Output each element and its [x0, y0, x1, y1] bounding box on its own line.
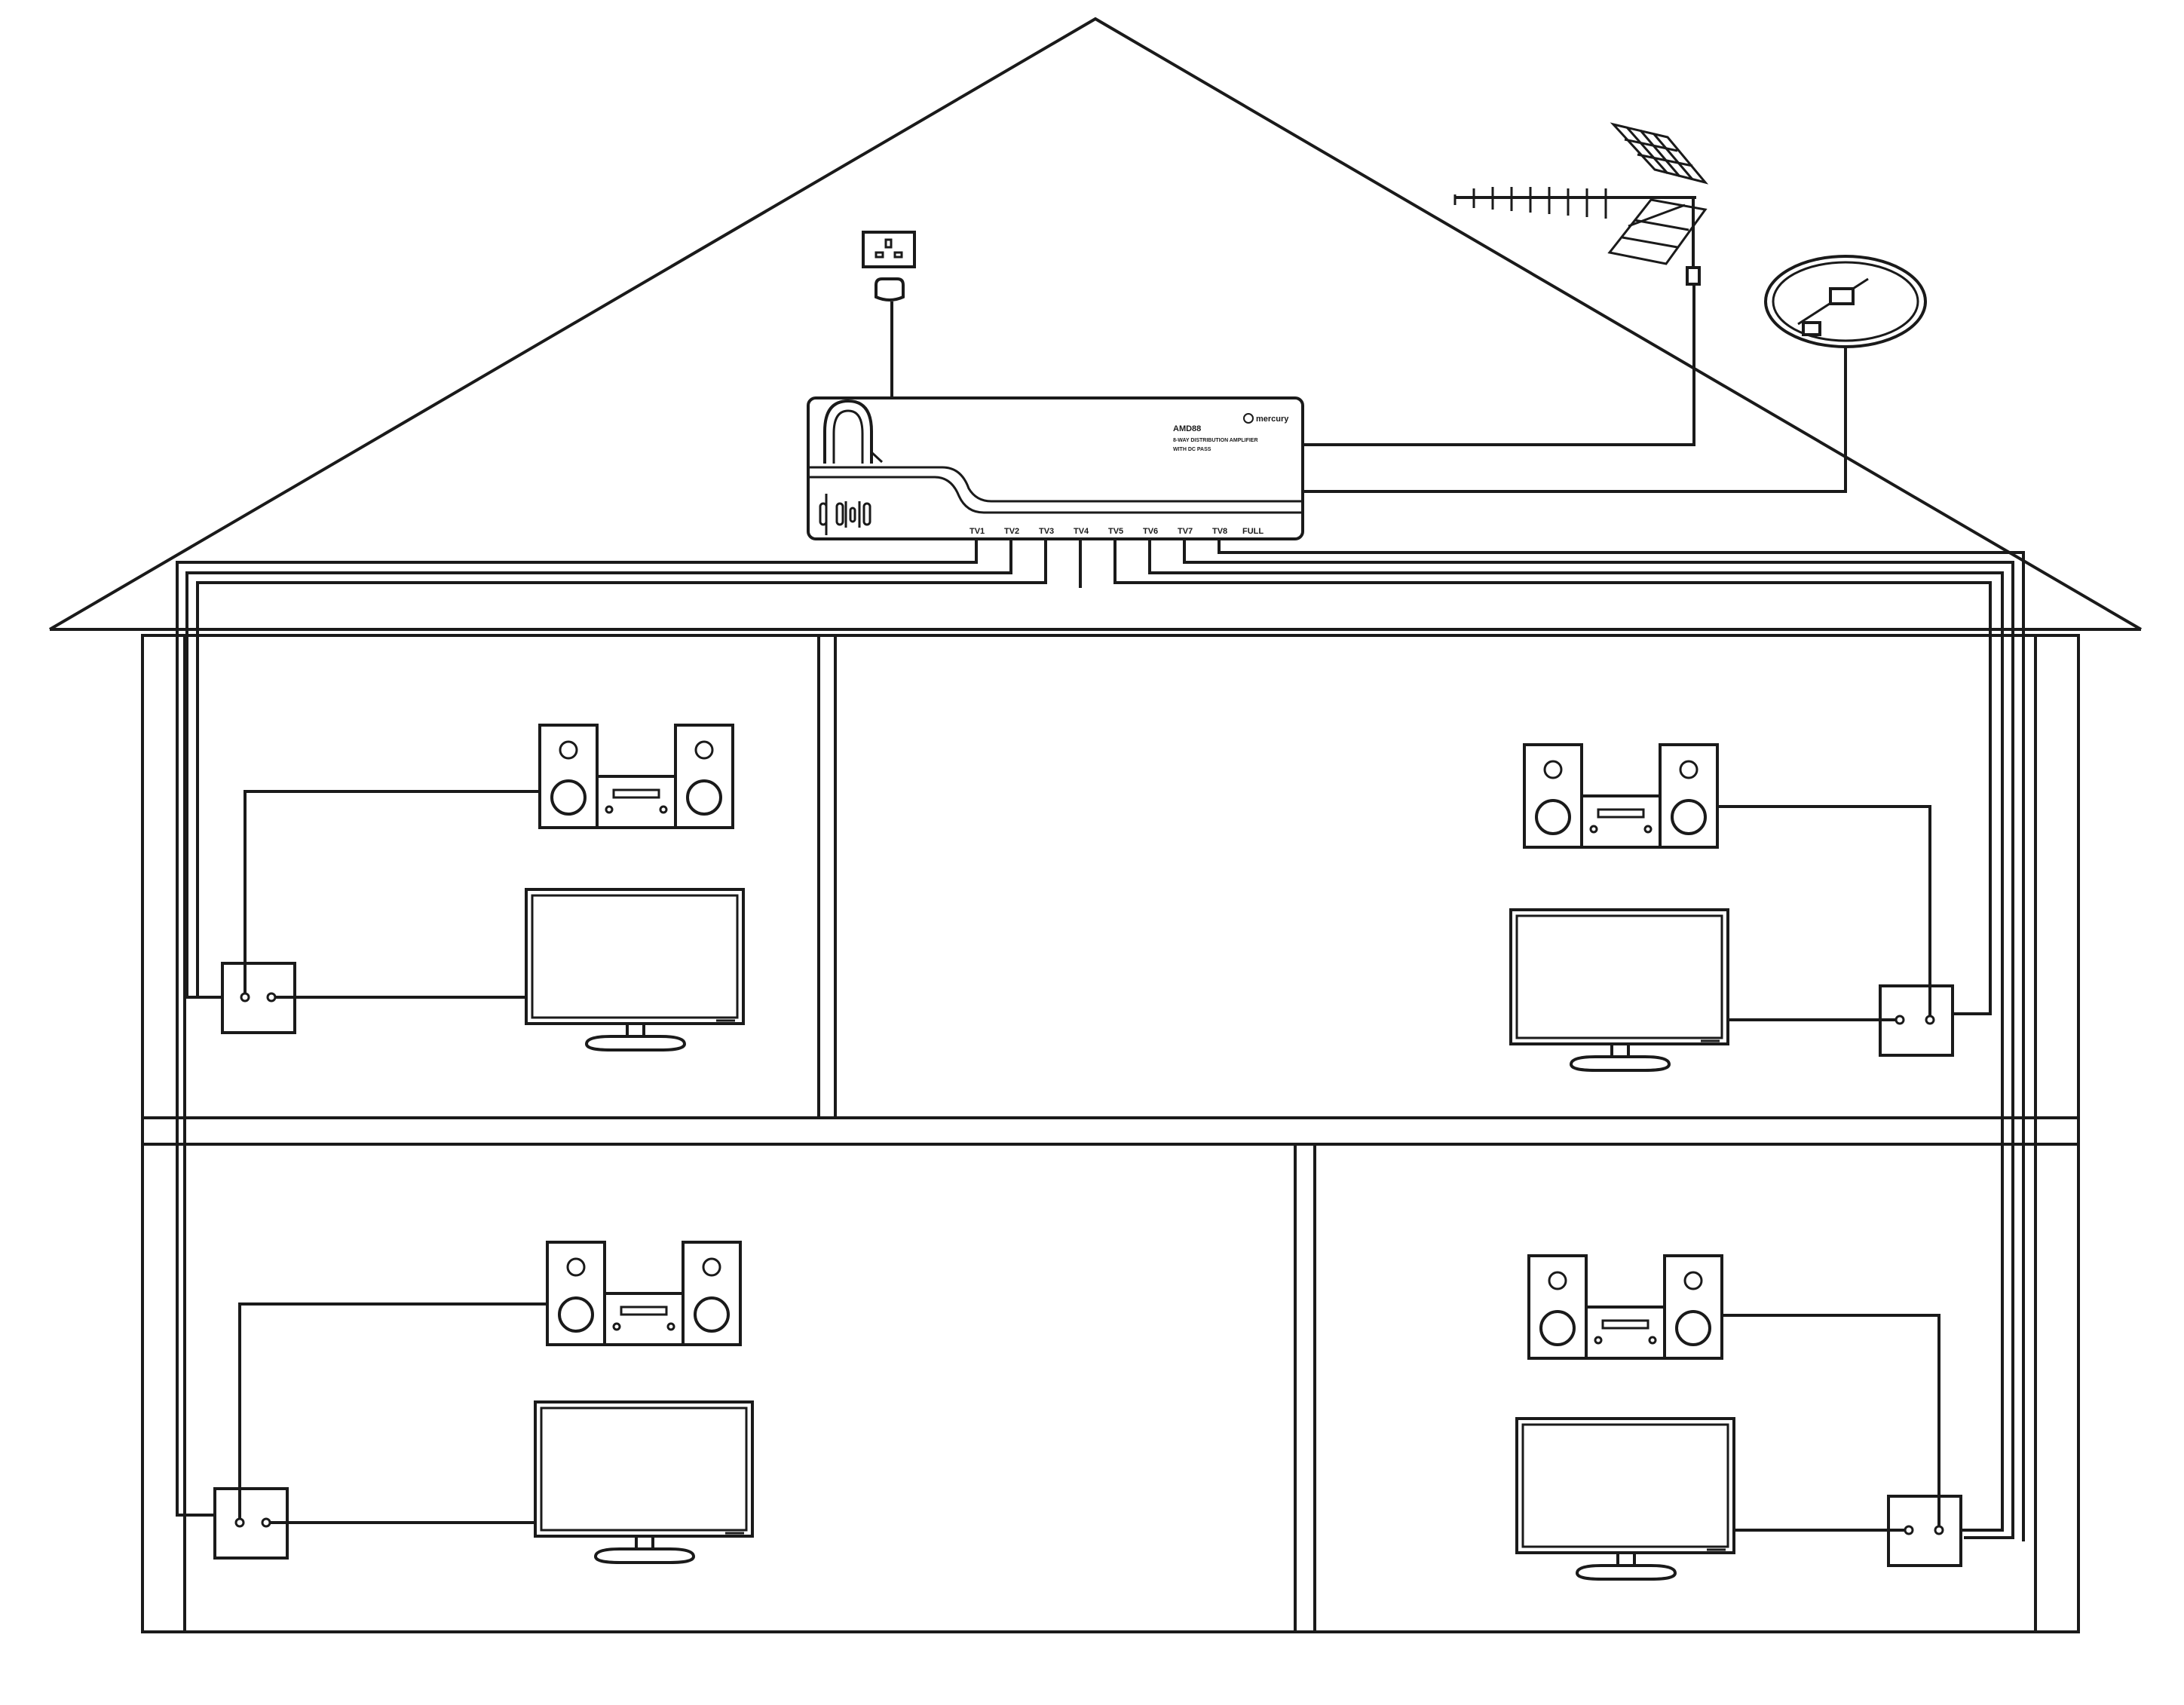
hifi-lead [244, 790, 540, 993]
port-label-tv2: TV2 [1004, 527, 1019, 536]
hifi-lead [1717, 805, 1931, 1016]
distribution-cables [176, 539, 2025, 1541]
fm-aerial-cable [1303, 347, 1847, 493]
amplifier-description-line1: 8-WAY DISTRIBUTION AMPLIFIER [1173, 438, 1258, 443]
cable-tv5 [1113, 539, 1992, 1015]
room-upper-right [1509, 743, 1954, 1072]
amplifier-model: AMD88 [1173, 424, 1201, 433]
hifi-stereo-icon [546, 1241, 742, 1346]
hifi-lead [238, 1302, 547, 1519]
hifi-stereo-icon [538, 724, 734, 829]
television-icon [1515, 1417, 1735, 1581]
port-label-tv6: TV6 [1143, 527, 1158, 536]
distribution-amplifier: mercury AMD88 8-WAY DISTRIBUTION AMPLIFI… [807, 396, 1304, 540]
port-label-tv4: TV4 [1074, 527, 1089, 536]
television-icon [1509, 908, 1729, 1072]
roof [48, 17, 2143, 631]
room-upper-left [221, 724, 745, 1051]
amplifier-description-line2: WITH DC PASS [1173, 447, 1211, 452]
port-label-tv7: TV7 [1178, 527, 1193, 536]
power-socket-icon [862, 231, 916, 268]
port-label-tv3: TV3 [1039, 527, 1054, 536]
hifi-lead [1722, 1314, 1940, 1526]
cable-tv7 [1183, 539, 2014, 1539]
television-icon [534, 1400, 754, 1564]
aerial-cable [1303, 284, 1695, 446]
room-lower-left [213, 1241, 754, 1564]
amplifier-brand: mercury [1256, 415, 1289, 424]
television-icon [525, 888, 745, 1051]
cable-tv3 [196, 539, 1047, 997]
plug-icon [875, 277, 905, 302]
port-label-tv8: TV8 [1212, 527, 1227, 536]
hifi-stereo-icon [1523, 743, 1719, 849]
amplifier-controls [819, 501, 871, 528]
port-label-full: FULL [1242, 527, 1264, 536]
cable-tv6 [1148, 539, 2004, 1532]
port-label-tv5: TV5 [1108, 527, 1123, 536]
tv-aerial-icon [1453, 122, 1709, 286]
cable-tv1 [176, 539, 978, 1517]
cable-tv8 [1218, 539, 2025, 1541]
house-walls [141, 634, 2080, 1633]
brand-logo-icon [1243, 413, 1254, 424]
fm-loop-aerial-icon [1764, 255, 1927, 348]
room-lower-right [1515, 1254, 1962, 1581]
port-label-tv1: TV1 [969, 527, 985, 536]
hifi-stereo-icon [1527, 1254, 1723, 1360]
